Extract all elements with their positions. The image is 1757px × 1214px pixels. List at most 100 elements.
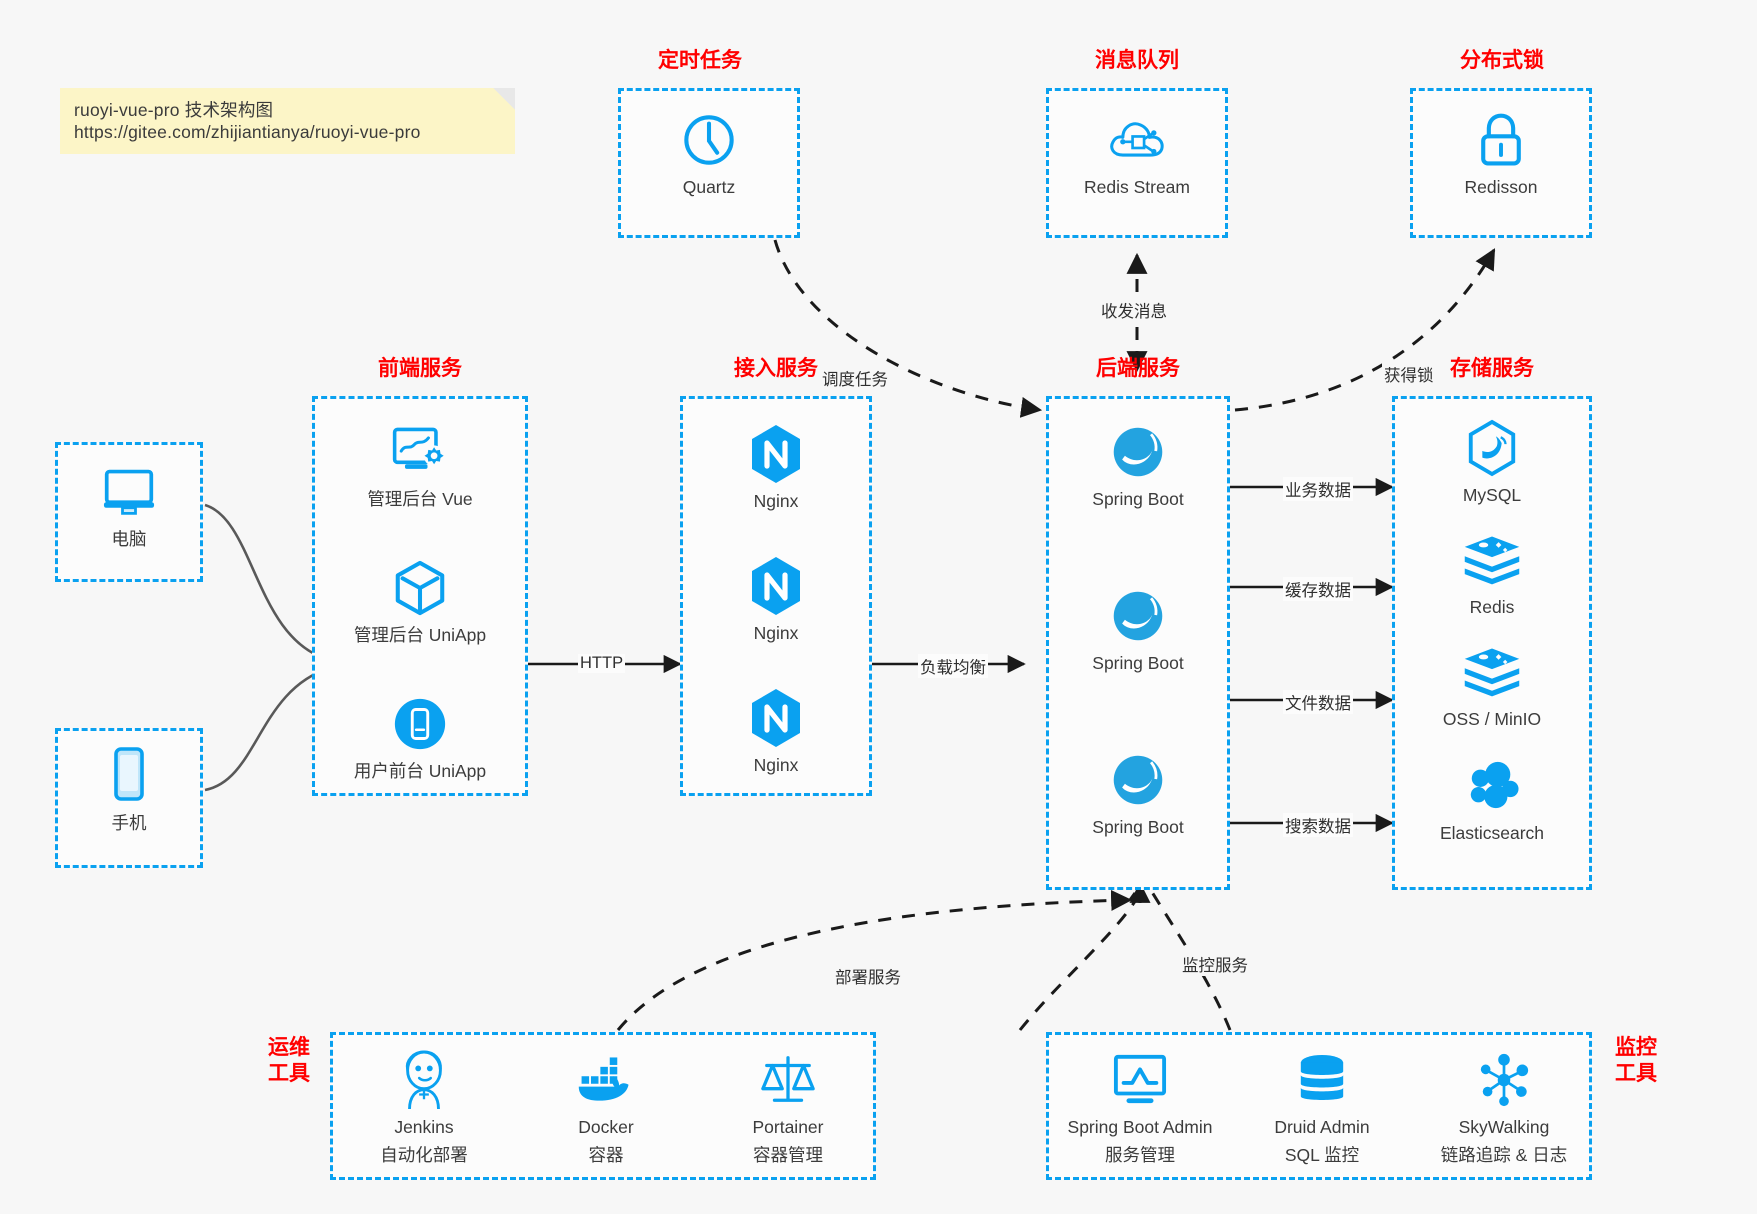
group-frontend-service[interactable]: 管理后台 Vue 管理后台 UniApp 用户前台 UniApp [312,396,528,796]
node-spring-boot-admin[interactable]: Spring Boot Admin 服务管理 [1049,1049,1231,1167]
node-label: Spring Boot [1092,653,1184,673]
node-user-uniapp[interactable]: 用户前台 UniApp [315,693,525,783]
node-elasticsearch[interactable]: Elasticsearch [1395,755,1589,845]
node-label: Redisson [1464,177,1538,197]
group-distributed-lock[interactable]: Redisson [1410,88,1592,238]
node-redisson[interactable]: Redisson [1413,109,1589,199]
node-sublabel: 自动化部署 [380,1144,468,1165]
mysql-dolphin-icon [1395,417,1589,479]
nginx-icon [683,423,869,485]
lock-icon [1413,109,1589,171]
title-sticky-note: ruoyi-vue-pro 技术架构图 https://gitee.com/zh… [60,88,515,154]
node-label: 管理后台 UniApp [353,625,487,645]
group-backend-service[interactable]: Spring Boot Spring Boot Spring Boot [1046,396,1230,890]
desktop-monitor-icon [58,461,200,523]
node-label: Quartz [682,177,736,197]
redis-stack-icon [1395,529,1589,591]
dashboard-gear-icon [315,421,525,483]
node-sublabel: 链路追踪 & 日志 [1440,1144,1568,1165]
node-label: SkyWalking [1458,1117,1550,1137]
cloud-network-icon [1049,109,1225,171]
monitor-chart-icon [1049,1049,1231,1111]
node-label: 手机 [111,813,147,833]
edge-label-load-balance: 负载均衡 [918,654,988,678]
elasticsearch-icon [1395,755,1589,817]
caption-ops-tools: 运维 工具 [258,1035,320,1086]
node-nginx-2[interactable]: Nginx [683,555,869,645]
jenkins-butler-icon [333,1049,515,1111]
group-ops-tools[interactable]: Jenkins 自动化部署 Docker 容器 [330,1032,876,1180]
node-nginx-3[interactable]: Nginx [683,687,869,777]
caption-line-2: 工具 [1615,1061,1657,1085]
caption-scheduled-task: 定时任务 [658,49,742,72]
node-mysql[interactable]: MySQL [1395,417,1589,507]
node-sublabel: 服务管理 [1105,1144,1175,1165]
node-sublabel: 容器管理 [753,1144,823,1165]
node-quartz[interactable]: Quartz [621,109,797,199]
node-label: 管理后台 Vue [367,489,473,509]
node-skywalking[interactable]: SkyWalking 链路追踪 & 日志 [1413,1049,1595,1167]
node-portainer[interactable]: Portainer 容器管理 [697,1049,879,1167]
node-label: Elasticsearch [1439,823,1545,843]
group-gateway-service[interactable]: Nginx Nginx Nginx [680,396,872,796]
node-druid-admin[interactable]: Druid Admin SQL 监控 [1231,1049,1413,1167]
node-docker[interactable]: Docker 容器 [515,1049,697,1167]
edge-label-file-data: 文件数据 [1283,690,1353,714]
node-redis-stream[interactable]: Redis Stream [1049,109,1225,199]
node-jenkins[interactable]: Jenkins 自动化部署 [333,1049,515,1167]
group-monitor-tools[interactable]: Spring Boot Admin 服务管理 Druid Admin SQL 监… [1046,1032,1592,1180]
edge-label-schedule-task: 调度任务 [820,366,890,390]
edge-label-cache-data: 缓存数据 [1283,577,1353,601]
mobile-phone-icon [58,745,200,807]
caption-frontend-service: 前端服务 [378,357,462,380]
caption-line-1: 监控 [1615,1036,1657,1059]
node-nginx-1[interactable]: Nginx [683,423,869,513]
spring-boot-icon [1049,585,1227,647]
node-admin-vue[interactable]: 管理后台 Vue [315,421,525,511]
node-label: 电脑 [111,529,147,549]
phone-app-icon [315,693,525,755]
node-label: Spring Boot Admin [1067,1117,1213,1137]
clock-icon [621,109,797,171]
group-scheduled-task[interactable]: Quartz [618,88,800,238]
node-label: MySQL [1462,485,1522,505]
group-client-mobile[interactable]: 手机 [55,728,203,868]
node-desktop[interactable]: 电脑 [58,461,200,551]
nginx-icon [683,687,869,749]
note-title: ruoyi-vue-pro 技术架构图 [74,100,274,120]
skywalking-node-icon [1413,1049,1595,1111]
node-redis[interactable]: Redis [1395,529,1589,619]
note-url: https://gitee.com/zhijiantianya/ruoyi-vu… [74,122,421,142]
docker-whale-icon [515,1049,697,1111]
spring-boot-icon [1049,421,1227,483]
database-icon [1231,1049,1413,1111]
node-label: Nginx [753,491,799,511]
node-label: Nginx [753,623,799,643]
node-label: Docker [578,1117,634,1137]
nginx-icon [683,555,869,617]
node-sublabel: 容器 [588,1144,624,1165]
node-oss-minio[interactable]: OSS / MinIO [1395,641,1589,731]
node-admin-uniapp[interactable]: 管理后台 UniApp [315,557,525,647]
edge-label-acquire-lock: 获得锁 [1382,362,1436,386]
node-spring-boot-2[interactable]: Spring Boot [1049,585,1227,675]
group-client-desktop[interactable]: 电脑 [55,442,203,582]
node-label: Jenkins [394,1117,454,1137]
group-storage-service[interactable]: MySQL Redis [1392,396,1592,890]
node-spring-boot-1[interactable]: Spring Boot [1049,421,1227,511]
node-label: Redis Stream [1083,177,1190,197]
node-mobile[interactable]: 手机 [58,745,200,835]
node-spring-boot-3[interactable]: Spring Boot [1049,749,1227,839]
caption-line-1: 运维 [268,1036,310,1059]
edge-label-send-receive-message: 收发消息 [1099,298,1169,322]
edge-label-monitor-service: 监控服务 [1180,952,1250,976]
scales-icon [697,1049,879,1111]
node-label: Redis [1469,597,1515,617]
spring-boot-icon [1049,749,1227,811]
node-label: Nginx [753,755,799,775]
redis-stack-icon [1395,641,1589,703]
group-message-queue[interactable]: Redis Stream [1046,88,1228,238]
edge-label-http: HTTP [578,654,626,673]
node-label: Spring Boot [1092,489,1184,509]
